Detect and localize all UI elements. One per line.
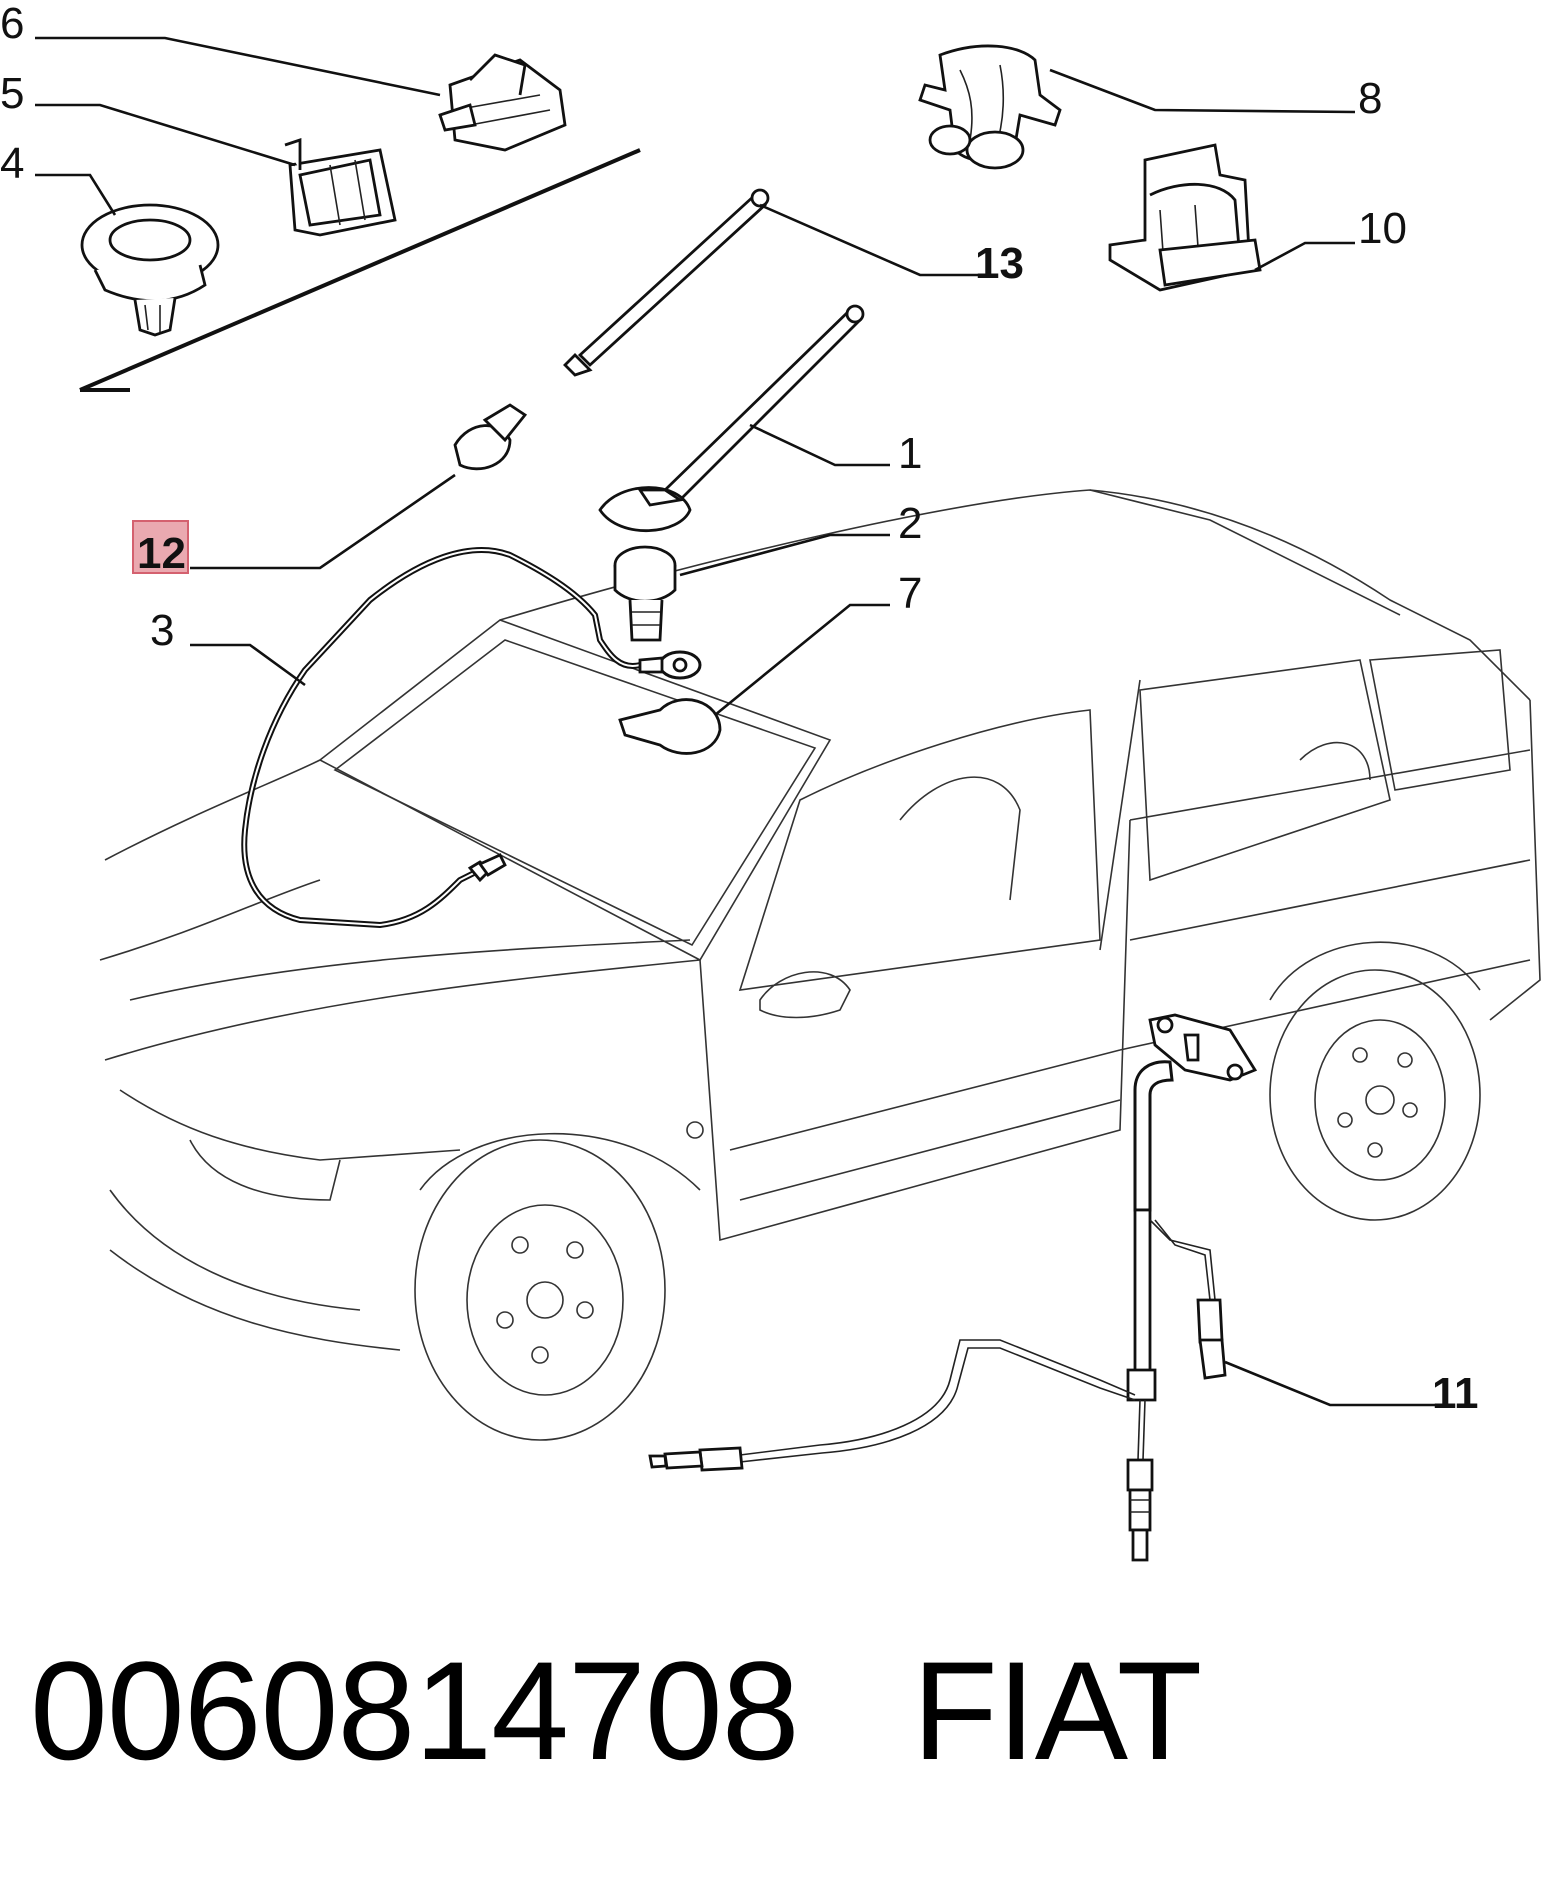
part-7-seal xyxy=(618,698,722,755)
callout-12: 12 xyxy=(137,529,186,578)
callout-2: 2 xyxy=(898,499,922,548)
part-12-cap xyxy=(453,403,528,471)
part-11-harness xyxy=(648,1013,1258,1562)
callout-10: 10 xyxy=(1358,204,1407,253)
leader-lines xyxy=(35,36,1435,1407)
callout-13: 13 xyxy=(975,239,1024,288)
part-2-grommet xyxy=(613,545,677,642)
callout-numbers: 6 5 4 8 10 13 1 2 7 12 3 11 xyxy=(0,0,1479,1418)
callout-8: 8 xyxy=(1358,74,1382,123)
callout-6: 6 xyxy=(0,0,24,48)
callout-1: 1 xyxy=(898,429,922,478)
callout-4: 4 xyxy=(0,139,24,188)
brand-name: FIAT xyxy=(912,1632,1202,1789)
car-outline xyxy=(99,489,1541,1441)
callout-5: 5 xyxy=(0,69,24,118)
part-8-clip xyxy=(918,44,1062,170)
callout-12-highlight xyxy=(132,520,189,574)
part-10-clip xyxy=(1108,143,1262,292)
callout-11: 11 xyxy=(1432,1369,1479,1418)
part-4-clip xyxy=(80,203,220,337)
part-1-antenna-mast xyxy=(598,304,865,533)
separator-line xyxy=(79,148,641,392)
part-6-clip xyxy=(438,53,567,152)
part-number: 0060814708 xyxy=(30,1632,800,1789)
footer-part-number: 0060814708 FIAT xyxy=(30,1630,1202,1792)
callout-3: 3 xyxy=(150,606,174,655)
callout-7: 7 xyxy=(898,569,922,618)
part-5-clip xyxy=(284,138,397,237)
part-13-antenna-rod xyxy=(563,188,770,377)
